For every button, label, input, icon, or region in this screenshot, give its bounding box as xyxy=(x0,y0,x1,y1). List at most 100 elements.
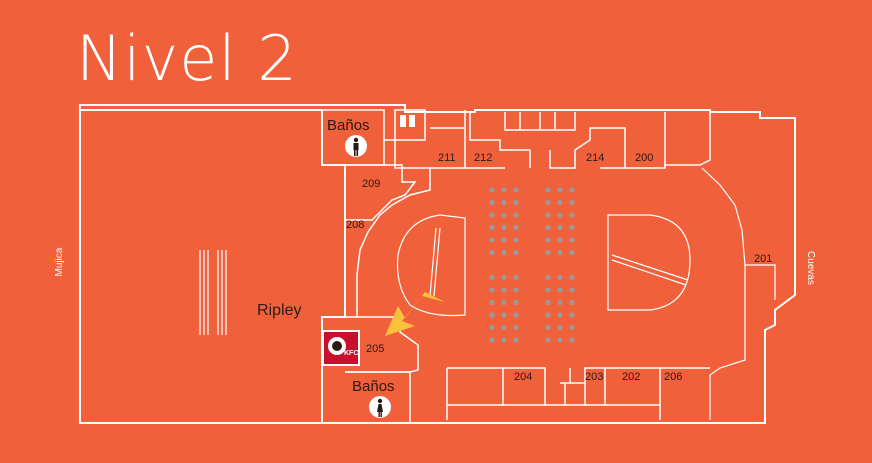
table-dot xyxy=(489,212,495,218)
table-dot xyxy=(569,237,575,243)
table-dot xyxy=(569,299,575,306)
table-dot xyxy=(501,274,507,281)
ripley-escalators xyxy=(199,250,227,335)
table-dot xyxy=(513,299,519,306)
table-dot xyxy=(489,237,495,243)
table-dot xyxy=(545,199,551,206)
street-left-label: Mujica xyxy=(54,247,65,276)
table-dot xyxy=(513,274,519,281)
table-dot xyxy=(569,212,575,218)
restroom-top-label: Baños xyxy=(327,117,370,134)
women-icon xyxy=(369,396,391,418)
table-dot xyxy=(513,287,519,293)
store-205-label: 205 xyxy=(366,343,384,355)
table-dot xyxy=(501,199,507,206)
store-212-label: 200 xyxy=(635,152,653,164)
table-dot xyxy=(501,249,507,256)
table-dot xyxy=(557,237,563,243)
table-dot xyxy=(569,224,575,231)
table-dot xyxy=(545,212,551,218)
table-dot xyxy=(557,324,563,331)
table-dot xyxy=(513,337,519,343)
store-206-label: 208 xyxy=(346,219,364,231)
table-dot xyxy=(501,324,507,331)
table-dot xyxy=(501,337,507,343)
table-dot xyxy=(545,249,551,256)
ripley-label: Ripley xyxy=(257,302,301,319)
table-dot xyxy=(513,212,519,218)
table-dot xyxy=(557,287,563,293)
table-dot xyxy=(557,187,563,193)
table-dot xyxy=(569,324,575,331)
right-void xyxy=(607,214,691,311)
store-202-label: 203 xyxy=(585,371,603,383)
table-dot xyxy=(489,337,495,343)
table-dot xyxy=(489,299,495,306)
table-dot xyxy=(501,287,507,293)
table-dot xyxy=(545,187,551,193)
table-dot xyxy=(569,249,575,256)
corridor-outline xyxy=(701,167,776,420)
table-dot xyxy=(569,199,575,206)
restroom-women-room xyxy=(345,371,411,423)
table-dot xyxy=(513,249,519,256)
table-dot xyxy=(501,212,507,218)
table-dot xyxy=(569,312,575,318)
table-dot xyxy=(557,274,563,281)
location-arrow xyxy=(385,292,445,336)
men-icon xyxy=(345,135,367,157)
table-dot xyxy=(545,299,551,306)
table-dot xyxy=(545,237,551,243)
table-dot xyxy=(501,224,507,231)
right-escalator xyxy=(611,254,689,281)
table-dot xyxy=(513,224,519,231)
food-court-tables xyxy=(489,187,575,343)
table-dot xyxy=(501,312,507,318)
table-dot xyxy=(513,187,519,193)
table-dot xyxy=(557,337,563,343)
table-dot xyxy=(569,287,575,293)
store-214-label: 201 xyxy=(754,253,772,265)
table-dot xyxy=(489,224,495,231)
restroom-bottom-label: Baños xyxy=(352,378,395,395)
table-dot xyxy=(489,249,495,256)
store-203-label: 204 xyxy=(514,371,532,383)
table-dot xyxy=(513,312,519,318)
table-dot xyxy=(513,237,519,243)
store-211-label: 214 xyxy=(586,152,604,164)
table-dot xyxy=(545,337,551,343)
table-dot xyxy=(489,324,495,331)
store-207-label: 209 xyxy=(362,178,380,190)
store-boundaries-top xyxy=(356,110,711,317)
ripley-boundary xyxy=(80,109,346,423)
table-dot xyxy=(489,274,495,281)
table-dot xyxy=(501,237,507,243)
table-dot xyxy=(557,199,563,206)
table-dot xyxy=(489,312,495,318)
table-dot xyxy=(545,287,551,293)
table-dot xyxy=(545,312,551,318)
table-dot xyxy=(545,274,551,281)
building-outline xyxy=(79,104,796,424)
table-dot xyxy=(557,212,563,218)
table-dot xyxy=(489,199,495,206)
store-209-label: 212 xyxy=(474,152,492,164)
table-dot xyxy=(557,312,563,318)
table-dot xyxy=(569,337,575,343)
left-escalator xyxy=(429,227,437,297)
map-title: Nivel 2 xyxy=(76,22,298,95)
table-dot xyxy=(545,224,551,231)
table-dot xyxy=(569,274,575,281)
table-dot xyxy=(569,187,575,193)
table-dot xyxy=(513,324,519,331)
table-dot xyxy=(545,324,551,331)
kfc-logo-text: KFC xyxy=(344,350,358,357)
table-dot xyxy=(557,249,563,256)
street-right-label: Cuevas xyxy=(805,251,816,285)
table-dot xyxy=(489,187,495,193)
store-200-label: 206 xyxy=(664,371,682,383)
store-201-label: 202 xyxy=(622,371,640,383)
table-dot xyxy=(557,224,563,231)
store-208-label: 211 xyxy=(438,152,456,164)
